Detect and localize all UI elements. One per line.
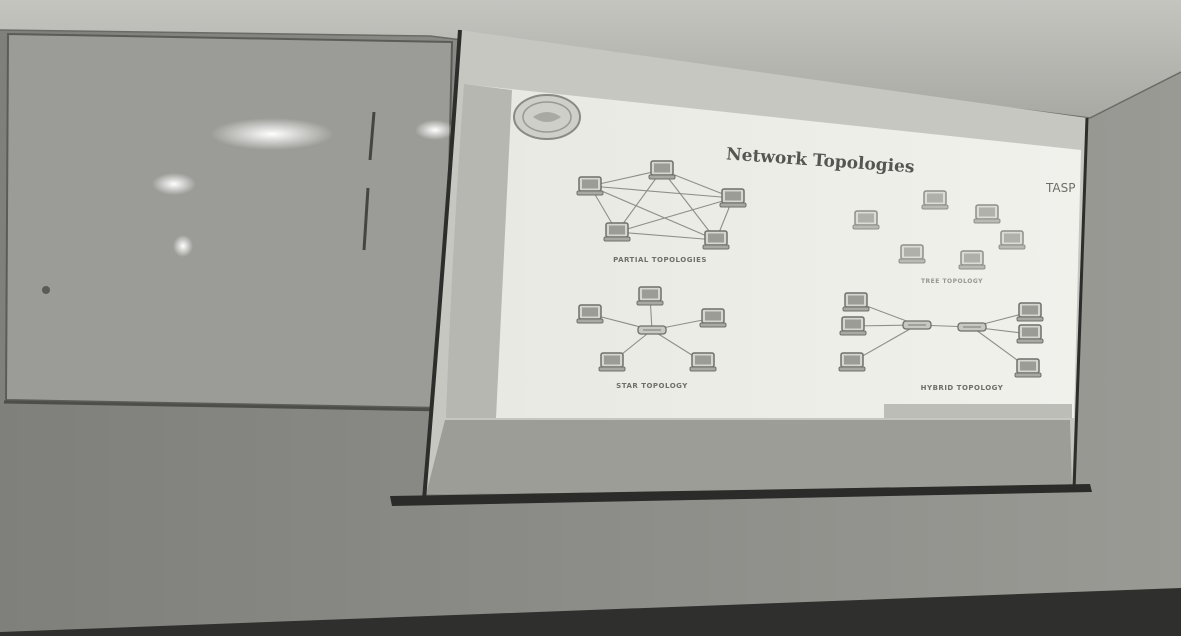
computer-icon (998, 230, 1026, 250)
diagram-caption: STAR TOPOLOGY (616, 382, 688, 390)
computer-icon (1016, 324, 1044, 344)
computer-icon (576, 304, 604, 324)
screen-right-edge (1072, 117, 1089, 491)
computer-icon (839, 316, 867, 336)
computer-icon (603, 222, 631, 242)
whiteboard-ledge (3, 400, 446, 412)
computer-icon (719, 188, 747, 208)
computer-icon (1014, 358, 1042, 378)
floor (0, 588, 1181, 636)
slide-footer-bar (884, 404, 1072, 418)
light-reflection (415, 120, 455, 140)
diagram-caption: TREE TOPOLOGY (921, 278, 983, 285)
computer-icon (842, 292, 870, 312)
diagram-tree-topology: TREE TOPOLOGY (852, 190, 1026, 285)
diagram-partial-topology: PARTIAL TOPOLOGIES (576, 160, 747, 264)
computer-icon (702, 230, 730, 250)
seal-logo-icon (513, 94, 581, 140)
computer-icon (973, 204, 1001, 224)
slide-left-band (446, 84, 512, 418)
switch-icon (902, 320, 932, 330)
computer-icon (636, 286, 664, 306)
corner-logo: TASP (1045, 181, 1075, 195)
computer-icon (648, 160, 676, 180)
computer-icon (576, 176, 604, 196)
computer-icon (699, 308, 727, 328)
marker-smudge (42, 286, 50, 294)
computer-icon (958, 250, 986, 270)
computer-icon (598, 352, 626, 372)
ceiling (0, 0, 1181, 118)
screen-lower-border (426, 420, 1072, 494)
computer-icon (852, 210, 880, 230)
light-reflection (152, 173, 196, 195)
computer-icon (1016, 302, 1044, 322)
diagram-caption: PARTIAL TOPOLOGIES (613, 256, 707, 264)
screen-left-edge (422, 29, 462, 501)
whiteboard (4, 32, 454, 410)
computer-icon (689, 352, 717, 372)
diagram-hybrid-topology: HYBRID TOPOLOGY (838, 292, 1044, 392)
computer-icon (898, 244, 926, 264)
diagram-star-topology: STAR TOPOLOGY (576, 286, 727, 390)
switch-icon (957, 322, 987, 332)
light-reflection (173, 235, 193, 257)
computer-icon (838, 352, 866, 372)
screen-bottom-bar (390, 484, 1092, 506)
computer-icon (921, 190, 949, 210)
projected-slide (446, 84, 1081, 418)
switch-icon (637, 325, 667, 335)
diagram-caption: HYBRID TOPOLOGY (921, 384, 1004, 392)
marker-smudge (362, 111, 376, 251)
light-reflection (210, 118, 334, 150)
